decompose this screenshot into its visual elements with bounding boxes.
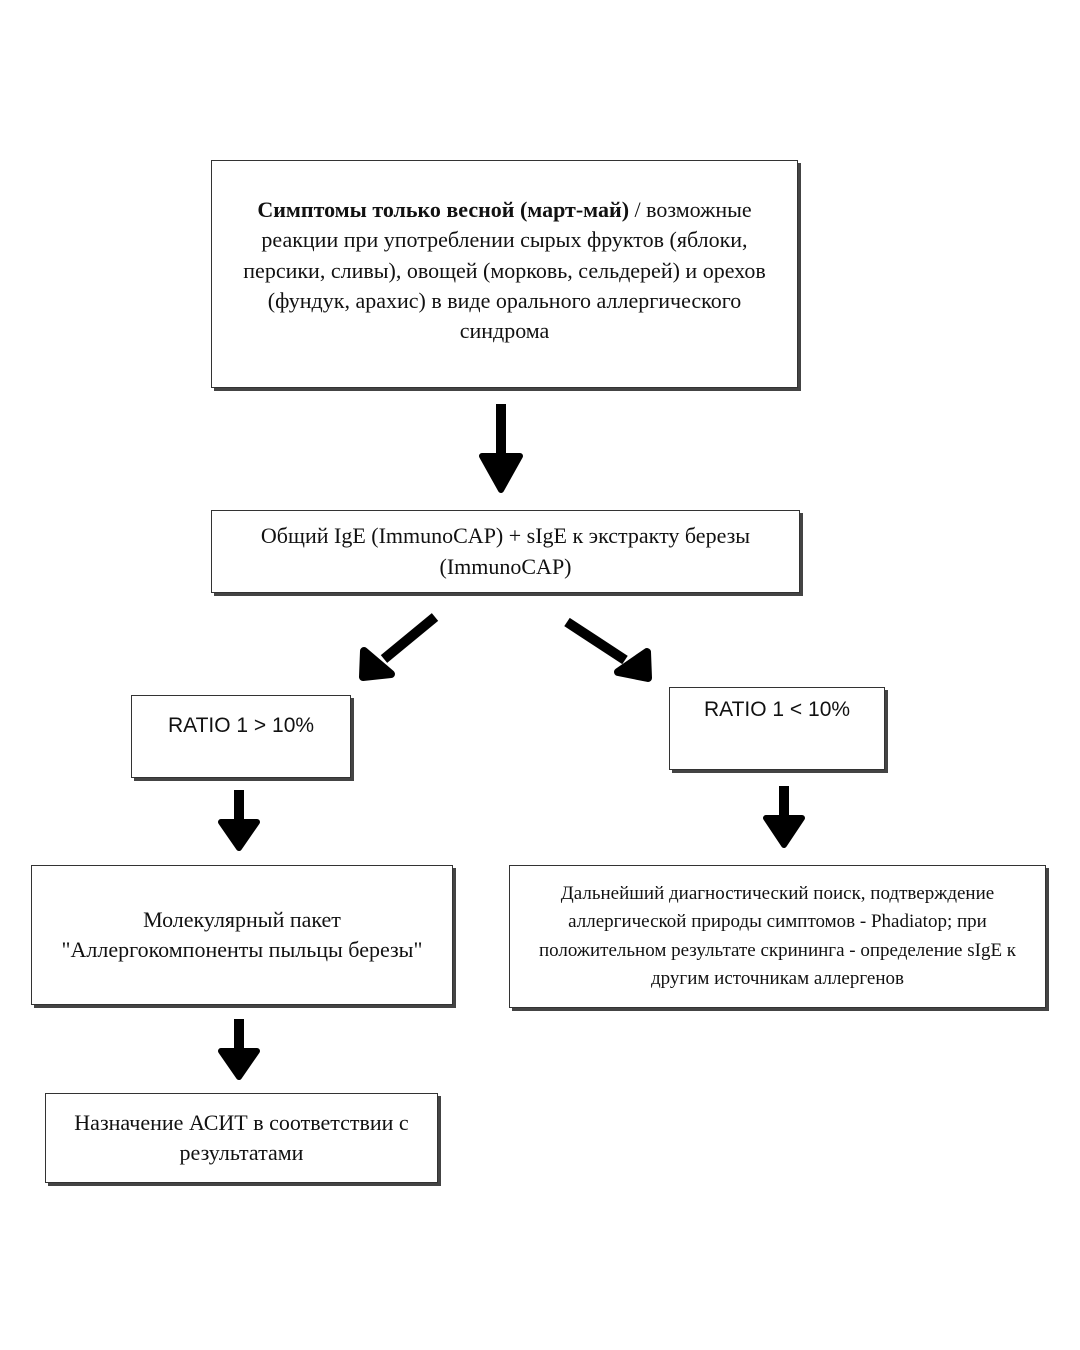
ratio-high-box: RATIO 1 > 10% [131, 695, 351, 778]
symptoms-text: Симптомы только весной (март-май) / возм… [236, 195, 773, 347]
arrow-ige-to-ratio-high [359, 613, 439, 681]
molecular-panel-line2: "Аллергокомпоненты пыльцы березы" [61, 937, 423, 962]
symptoms-bold-text: Симптомы только весной (март-май) [257, 197, 630, 222]
arrow-ratio-high-to-molecular [218, 790, 260, 851]
further-search-box: Дальнейший диагностический поиск, подтве… [509, 865, 1046, 1008]
asit-box: Назначение АСИТ в соответствии с результ… [45, 1093, 438, 1183]
ige-test-text: Общий IgE (ImmunoCAP) + sIgE к экстракту… [260, 522, 751, 579]
symptoms-box: Симптомы только весной (март-май) / возм… [211, 160, 798, 388]
symptoms-rest-text: / возможные реакции при употреблении сыр… [243, 197, 766, 344]
molecular-panel-line1: Молекулярный пакет [143, 906, 341, 932]
ratio-low-text: RATIO 1 < 10% [703, 698, 851, 721]
arrow-symptoms-to-ige [479, 404, 523, 493]
ige-test-box: Общий IgE (ImmunoCAP) + sIgE к экстракту… [211, 510, 800, 593]
arrow-ige-to-ratio-low [564, 617, 652, 682]
molecular-panel-box: Молекулярный пакет "Аллергокомпоненты пы… [31, 865, 453, 1005]
molecular-panel-text: Молекулярный пакет "Аллергокомпоненты пы… [62, 905, 423, 966]
arrow-ratio-low-to-further [763, 786, 805, 848]
ratio-low-box: RATIO 1 < 10% [669, 687, 885, 770]
ratio-high-text: RATIO 1 > 10% [167, 714, 315, 737]
further-search-text: Дальнейший диагностический поиск, подтве… [538, 882, 1017, 990]
arrow-molecular-to-asit [218, 1019, 260, 1080]
asit-text: Назначение АСИТ в соответствии с результ… [74, 1109, 409, 1165]
